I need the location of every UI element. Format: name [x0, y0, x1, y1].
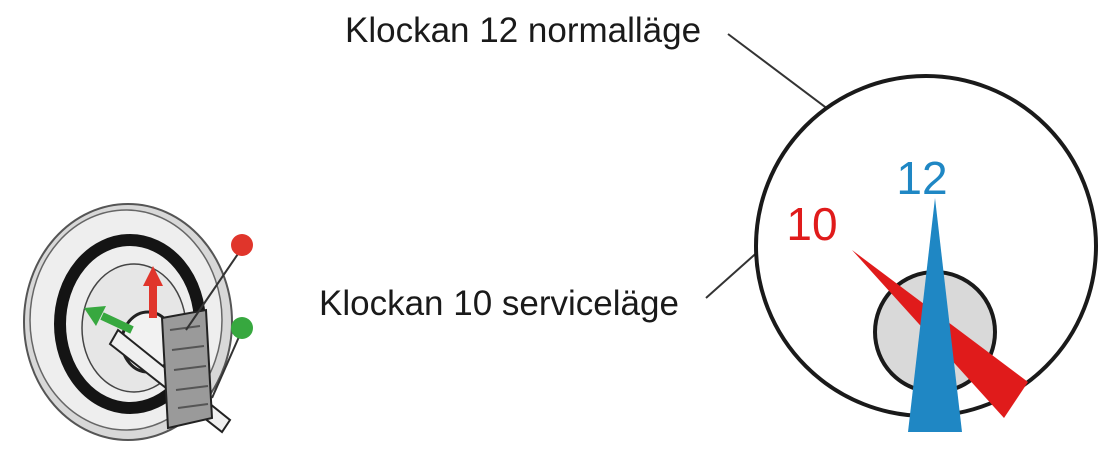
red-indicator-dot	[231, 234, 253, 256]
normal-pointer	[908, 198, 962, 432]
key-lock-cylinder-icon	[23, 203, 253, 441]
service-position-label: Klockan 10 serviceläge	[319, 284, 679, 323]
dial-number-10: 10	[786, 198, 837, 250]
green-indicator-dot	[231, 317, 253, 339]
normal-position-label: Klockan 12 normalläge	[345, 11, 702, 50]
dial-number-12: 12	[896, 152, 947, 204]
